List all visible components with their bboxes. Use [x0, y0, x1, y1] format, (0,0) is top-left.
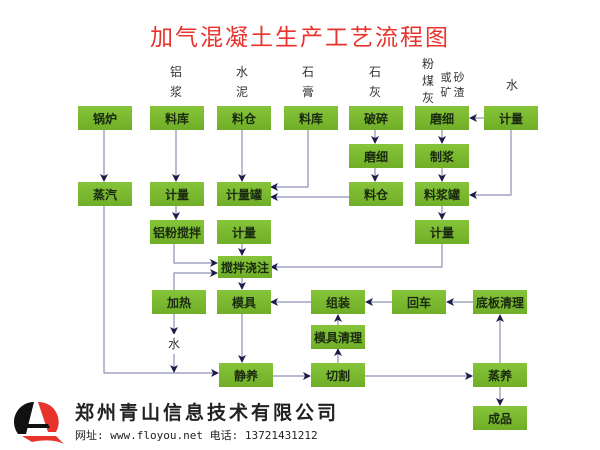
box-grind-flyash: 磨细: [415, 106, 469, 130]
box-steam: 蒸汽: [78, 182, 132, 206]
box-store-aluminum: 料库: [150, 106, 204, 130]
box-slurry-make: 制浆: [415, 144, 469, 168]
box-grind-lime: 磨细: [349, 144, 403, 168]
source-lime: 石灰: [368, 65, 381, 99]
box-assemble: 组装: [311, 290, 365, 314]
box-silo-cement: 料仓: [217, 106, 271, 130]
company-logo-icon: [13, 401, 64, 444]
box-meter-tank: 计量罐: [217, 182, 271, 206]
box-cut: 切割: [311, 363, 365, 387]
water-label: 水: [166, 334, 182, 354]
box-product: 成品: [473, 406, 527, 430]
line-heat-mix: [173, 269, 218, 290]
line-steam-rest: [103, 206, 219, 377]
box-store-gypsum: 料库: [284, 106, 338, 130]
box-rest: 静养: [219, 363, 273, 387]
line-gypsum-metertank: [270, 130, 309, 191]
box-autoclave: 蒸养: [473, 363, 527, 387]
box-aluminum-mix: 铝粉搅拌: [150, 220, 204, 244]
box-mix-pour: 搅拌浇注: [218, 256, 272, 278]
box-meter-water: 计量: [484, 106, 538, 130]
source-water: 水: [505, 78, 518, 92]
box-heat: 加热: [152, 290, 206, 314]
box-plate-clean: 底板清理: [473, 290, 527, 314]
source-sand: 砂渣: [453, 71, 465, 99]
box-silo-lime: 料仓: [349, 182, 403, 206]
line-al-mix: [173, 244, 218, 267]
source-gypsum: 石膏: [301, 65, 314, 99]
box-crush: 破碎: [349, 106, 403, 130]
source-aluminum: 铝浆: [169, 65, 182, 99]
box-mold-clean: 模具清理: [311, 325, 365, 349]
box-meter-slurry: 计量: [415, 220, 469, 244]
company-contact: 网址: www.floyou.net 电话: 13721431212: [75, 429, 318, 442]
line-water-slurrytank: [469, 130, 512, 199]
box-slurry-tank: 料浆罐: [415, 182, 469, 206]
source-or: 或矿: [440, 71, 452, 99]
company-name: 郑州青山信息技术有限公司: [75, 402, 340, 424]
box-meter-cement: 计量: [217, 220, 271, 244]
line-meter-mix: [270, 244, 443, 271]
source-flyash: 粉煤灰: [421, 57, 434, 105]
box-mold: 模具: [217, 290, 271, 314]
box-meter-aluminum: 计量: [150, 182, 204, 206]
box-return-cart: 回车: [392, 290, 446, 314]
source-cement: 水泥: [235, 65, 248, 99]
diagram-title: 加气混凝土生产工艺流程图: [150, 25, 450, 51]
box-boiler: 锅炉: [78, 106, 132, 130]
